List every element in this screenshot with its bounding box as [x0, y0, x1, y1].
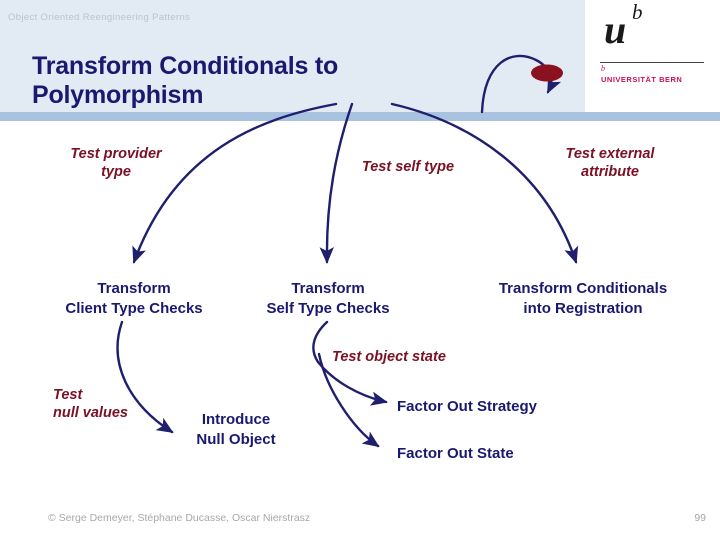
arrow-to-client-type-checks — [132, 102, 338, 264]
arrow-to-conditionals-registration — [390, 102, 579, 264]
label-test-object-state: Test object state — [332, 349, 446, 365]
logo-letter-u: u — [604, 7, 627, 52]
node-introduce-null-object[interactable]: Introduce Null Object — [196, 411, 276, 448]
logo-wordmark: u b — [600, 2, 708, 56]
page-title: Transform Conditionals to Polymorphism — [32, 52, 339, 109]
deck-kicker: Object Oriented Reengineering Patterns — [8, 12, 191, 23]
logo-institution-name: UNIVERSITÄT BERN — [601, 75, 683, 84]
label-test-external-attribute: Test external attribute — [565, 146, 655, 181]
node-factor-out-strategy[interactable]: Factor Out Strategy — [397, 398, 538, 415]
university-bern-logo: u b b UNIVERSITÄT BERN — [600, 2, 708, 84]
arrow-to-self-type-checks — [319, 102, 354, 264]
arrow-to-factor-out-state — [317, 352, 380, 448]
logo-rule — [600, 62, 704, 63]
footer-page-number: 99 — [694, 512, 706, 524]
header-divider-rule — [0, 112, 720, 121]
node-transform-conditionals-into-registration[interactable]: Transform Conditionals into Registration — [498, 280, 668, 317]
footer-credits: © Serge Demeyer, Stéphane Ducasse, Oscar… — [48, 512, 311, 524]
logo-letter-b-superscript: b — [632, 0, 643, 24]
label-test-null-values: Test null values — [53, 387, 128, 422]
label-test-provider-type: Test provider type — [70, 146, 162, 181]
logo-panel — [585, 0, 720, 112]
node-factor-out-state[interactable]: Factor Out State — [397, 445, 514, 462]
label-test-self-type: Test self type — [361, 159, 455, 175]
node-transform-self-type-checks[interactable]: Transform Self Type Checks — [266, 280, 390, 317]
logo-small-b-icon: b — [601, 64, 605, 73]
node-transform-client-type-checks[interactable]: Transform Client Type Checks — [65, 280, 203, 317]
